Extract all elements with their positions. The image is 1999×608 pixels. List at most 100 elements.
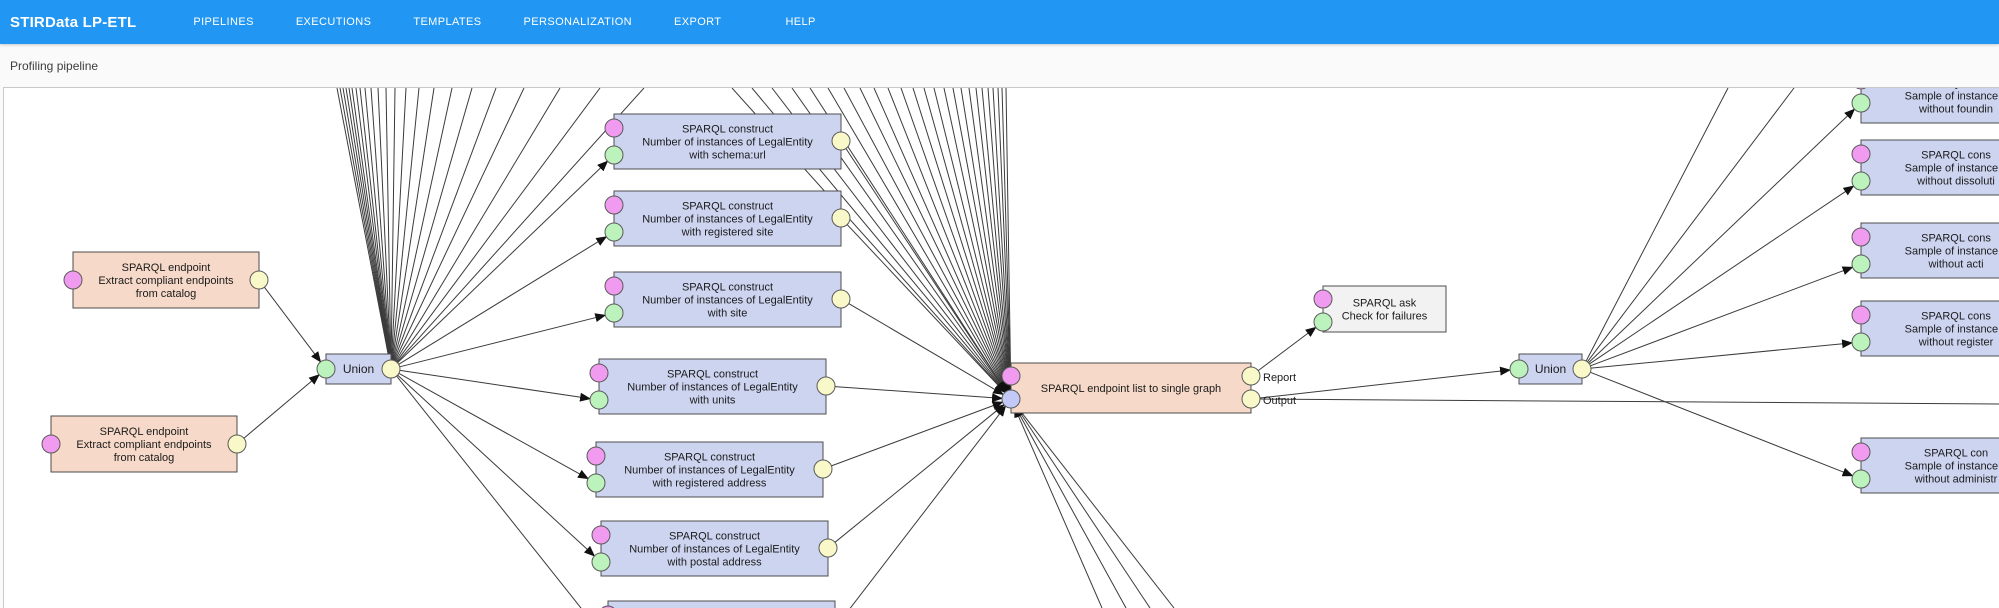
edge — [390, 88, 407, 361]
yellow-port[interactable] — [831, 131, 851, 151]
pipeline-node-union-2[interactable]: Union — [1509, 353, 1592, 385]
green-port[interactable] — [586, 473, 606, 493]
node-label: SPARQL cons — [1921, 88, 1991, 90]
node-label: Number of instances of LegalEntity — [627, 382, 798, 394]
green-port[interactable] — [1313, 312, 1333, 332]
edge — [827, 88, 1007, 393]
node-label: Number of instances of LegalEntity — [642, 214, 813, 226]
node-label: SPARQL construct — [669, 531, 760, 543]
edge — [395, 88, 601, 363]
pink-port[interactable] — [586, 446, 606, 466]
green-port[interactable] — [604, 145, 624, 165]
edge — [1001, 88, 1015, 392]
pipeline-node-union-1[interactable]: Union — [316, 353, 401, 385]
node-label: Extract compliant endpoints — [76, 439, 212, 451]
edge — [1259, 398, 1999, 405]
node-label: Number of instances of LegalEntity — [642, 137, 813, 149]
edge — [351, 88, 391, 361]
edge — [336, 88, 390, 361]
pipeline-title: Profiling pipeline — [10, 58, 99, 73]
yellow-port[interactable] — [1241, 366, 1261, 386]
green-port[interactable] — [1851, 469, 1871, 489]
nav-executions[interactable]: EXECUTIONS — [295, 16, 372, 28]
pink-port[interactable] — [1851, 442, 1871, 462]
edge — [1014, 406, 1103, 608]
lavenderPort-port[interactable] — [1001, 389, 1021, 409]
yellow-port[interactable] — [227, 434, 247, 454]
pink-port[interactable] — [604, 276, 624, 296]
nav-personalization[interactable]: PERSONALIZATION — [523, 16, 632, 28]
edge — [1015, 405, 1151, 608]
pink-port[interactable] — [589, 363, 609, 383]
edge — [399, 369, 592, 402]
node-label: Number of instances of LegalEntity — [642, 295, 813, 307]
green-port[interactable] — [604, 222, 624, 242]
pipeline-node-endpoint-list-to-single-graph[interactable]: SPARQL endpoint list to single graph — [1001, 362, 1261, 414]
nav-pipelines[interactable]: PIPELINES — [193, 16, 254, 28]
app-logo[interactable]: STIRData LP-ETL — [10, 13, 137, 31]
edge — [364, 88, 391, 361]
yellow-port[interactable] — [818, 538, 838, 558]
green-port[interactable] — [1851, 93, 1871, 113]
green-port[interactable] — [1851, 171, 1871, 191]
edge — [1259, 366, 1512, 399]
yellow-port[interactable] — [381, 359, 401, 379]
edge — [392, 88, 453, 361]
yellow-port[interactable] — [816, 376, 836, 396]
nav-templates[interactable]: TEMPLATES — [413, 16, 482, 28]
pink-port[interactable] — [63, 270, 83, 290]
edge — [339, 88, 390, 361]
pink-port[interactable] — [1851, 144, 1871, 164]
pink-port[interactable] — [1851, 305, 1871, 325]
yellow-port[interactable] — [831, 289, 851, 309]
edge — [846, 224, 1006, 394]
yellow-port[interactable] — [1241, 389, 1261, 409]
pink-port[interactable] — [604, 118, 624, 138]
yellow-port[interactable] — [249, 270, 269, 290]
node-label: with registered address — [652, 478, 767, 490]
yellow-port[interactable] — [831, 208, 851, 228]
edge — [859, 88, 1008, 392]
pink-port[interactable] — [604, 195, 624, 215]
green-port[interactable] — [604, 303, 624, 323]
pink-port[interactable] — [1001, 366, 1021, 386]
green-port[interactable] — [1509, 359, 1529, 379]
green-port[interactable] — [1851, 332, 1871, 352]
green-port[interactable] — [316, 359, 336, 379]
yellow-port[interactable] — [1572, 359, 1592, 379]
green-port[interactable] — [1851, 254, 1871, 274]
pink-port[interactable] — [591, 525, 611, 545]
pink-port[interactable] — [41, 434, 61, 454]
node-label: with units — [689, 395, 736, 407]
green-port[interactable] — [589, 390, 609, 410]
pink-port[interactable] — [1851, 227, 1871, 247]
node-label: Check for failures — [1342, 311, 1428, 323]
nav-help[interactable]: HELP — [785, 16, 816, 28]
green-port[interactable] — [591, 552, 611, 572]
pink-port[interactable] — [1852, 88, 1870, 90]
pink-port[interactable] — [1313, 289, 1333, 309]
node-label: SPARQL construct — [664, 452, 755, 464]
yellow-port[interactable] — [813, 459, 833, 479]
node-label: Sample of instance o — [1905, 461, 1999, 473]
nav-export[interactable]: EXPORT — [674, 16, 722, 28]
edge — [987, 88, 1015, 392]
node-label: SPARQL cons — [1921, 150, 1991, 162]
edge — [399, 313, 607, 368]
node-label: Union — [1535, 362, 1566, 376]
